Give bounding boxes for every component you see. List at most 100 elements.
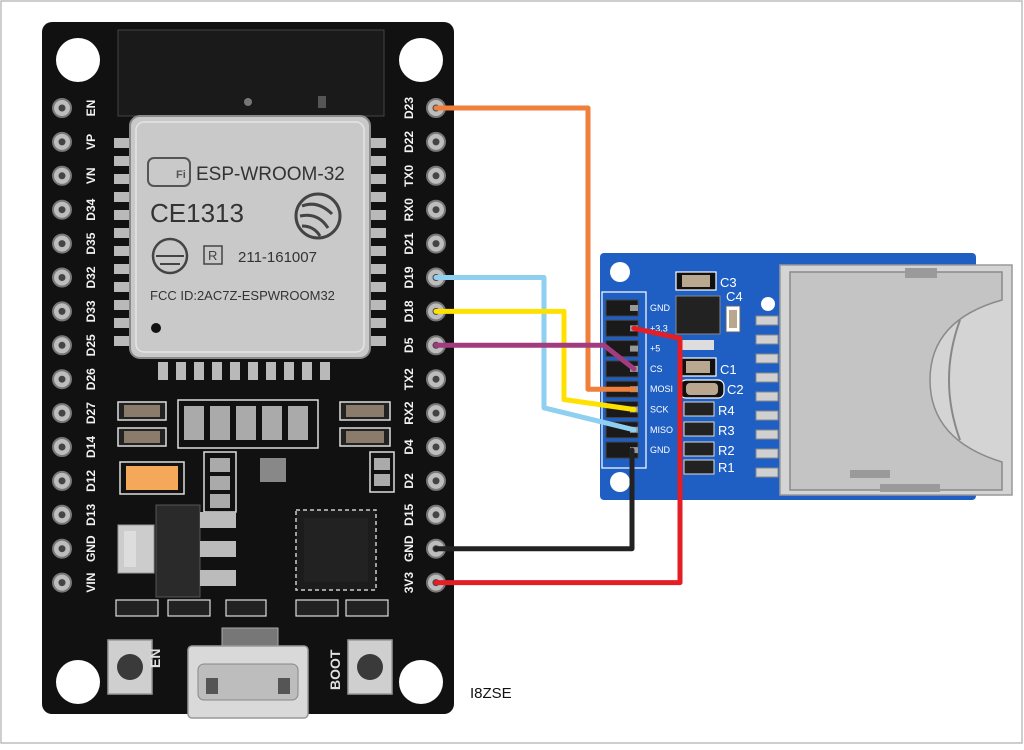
module-pad bbox=[370, 228, 386, 238]
mounting-hole-tr bbox=[399, 38, 443, 82]
esp32-pin-tx0[interactable]: TX0 bbox=[402, 164, 446, 187]
r-mark: R bbox=[208, 248, 217, 263]
esp32-pin-label: VIN bbox=[84, 573, 98, 593]
slot-contact bbox=[755, 467, 779, 478]
esp32-pin-d25[interactable]: D25 bbox=[52, 334, 98, 356]
esp32-pin-vp[interactable]: VP bbox=[52, 131, 98, 152]
slot-contact bbox=[755, 315, 779, 326]
esp32-pin-label: D2 bbox=[402, 473, 416, 489]
esp32-pin-rx0[interactable]: RX0 bbox=[402, 198, 446, 222]
esp32-pin-d14[interactable]: D14 bbox=[52, 436, 98, 458]
sd-hole-bl bbox=[610, 472, 630, 492]
sd-card-slot bbox=[779, 264, 1013, 496]
module-pad bbox=[370, 156, 386, 166]
pin1-dot bbox=[151, 323, 161, 333]
esp32-pin-d32[interactable]: D32 bbox=[52, 266, 98, 289]
module-pads bbox=[114, 138, 386, 346]
c2-label: C2 bbox=[727, 382, 744, 397]
passive-components bbox=[203, 451, 395, 513]
module-pad bbox=[370, 300, 386, 310]
esp32-pin-label: VN bbox=[84, 167, 98, 184]
module-pad bbox=[370, 318, 386, 328]
esp32-pin-d35[interactable]: D35 bbox=[52, 232, 98, 255]
esp32-pin-label: D33 bbox=[84, 300, 98, 322]
esp32-pin-d34[interactable]: D34 bbox=[52, 198, 98, 221]
module-pad bbox=[176, 362, 186, 380]
sd-pin-label: +5 bbox=[650, 344, 660, 354]
esp32-pin-label: TX0 bbox=[402, 164, 416, 186]
slot-contact bbox=[755, 410, 779, 421]
module-pad bbox=[284, 362, 294, 380]
wifi-logo: Fi bbox=[147, 157, 191, 187]
boot-button-cap[interactable] bbox=[357, 654, 383, 680]
esp32-pin-label: D32 bbox=[84, 266, 98, 288]
wires bbox=[433, 105, 683, 586]
sd-header-outline bbox=[601, 291, 647, 469]
esp32-pin-label: RX2 bbox=[402, 401, 416, 425]
wire-gnd-to-gnd bbox=[433, 447, 635, 552]
esp32-pin-d26[interactable]: D26 bbox=[52, 368, 98, 390]
r4-label: R4 bbox=[718, 403, 735, 418]
sd-pin-label: MISO bbox=[650, 425, 673, 435]
right-pin-header: D23D22TX0RX0D21D19D18D5TX2RX2D4D2D15GND3… bbox=[402, 97, 446, 594]
esp32-pin-d12[interactable]: D12 bbox=[52, 470, 98, 492]
wire-d5-to-cs bbox=[433, 342, 637, 372]
c4-label: C4 bbox=[726, 289, 743, 304]
esp32-pin-label: EN bbox=[84, 100, 98, 117]
smd-components bbox=[117, 399, 391, 449]
module-pad bbox=[248, 362, 258, 380]
r2-label: R2 bbox=[718, 443, 735, 458]
esp32-pin-d21[interactable]: D21 bbox=[402, 232, 446, 255]
bottom-pads bbox=[158, 362, 330, 380]
ce-mark: CE1313 bbox=[150, 198, 244, 228]
esp32-pin-gnd[interactable]: GND bbox=[52, 535, 98, 562]
module-pad bbox=[370, 174, 386, 184]
esp32-pin-label: D4 bbox=[402, 439, 416, 455]
module-pad bbox=[114, 318, 130, 328]
slot-contact bbox=[755, 391, 779, 402]
module-pad bbox=[114, 138, 130, 148]
esp32-pin-label: D27 bbox=[84, 402, 98, 424]
voltage-regulator bbox=[117, 504, 236, 598]
esp32-pin-rx2[interactable]: RX2 bbox=[402, 401, 446, 425]
wire-d19-to-miso bbox=[433, 275, 637, 433]
esp32-pin-vin[interactable]: VIN bbox=[52, 573, 98, 593]
module-pad bbox=[302, 362, 312, 380]
sd-pin-label: CS bbox=[650, 364, 663, 374]
mounting-hole-bl bbox=[56, 660, 100, 704]
esp32-pin-tx2[interactable]: TX2 bbox=[402, 368, 446, 390]
esp32-pin-label: D5 bbox=[402, 337, 416, 353]
wire-d23-to-mosi bbox=[433, 105, 637, 392]
esp32-pin-en[interactable]: EN bbox=[52, 98, 98, 118]
en-button-cap[interactable] bbox=[117, 654, 143, 680]
cert-number: 211-161007 bbox=[238, 249, 317, 266]
module-pad bbox=[230, 362, 240, 380]
antenna-dot bbox=[244, 98, 252, 106]
module-pad bbox=[114, 246, 130, 256]
wifi-logo-frame bbox=[147, 157, 191, 187]
sd-pin-label: MOSI bbox=[650, 384, 673, 394]
module-pad bbox=[370, 246, 386, 256]
wifi-logo-text: Fi bbox=[176, 169, 186, 181]
module-name: ESP-WROOM-32 bbox=[196, 164, 345, 185]
esp32-pin-label: 3V3 bbox=[402, 572, 416, 594]
c1-label: C1 bbox=[720, 362, 737, 377]
esp32-pin-d15[interactable]: D15 bbox=[402, 503, 446, 526]
esp32-pin-d13[interactable]: D13 bbox=[52, 503, 98, 526]
esp32-pin-vn[interactable]: VN bbox=[52, 165, 98, 186]
en-button[interactable] bbox=[107, 639, 153, 695]
esp32-pin-label: D23 bbox=[402, 97, 416, 119]
esp32-pin-d27[interactable]: D27 bbox=[52, 402, 98, 424]
esp32-pin-d33[interactable]: D33 bbox=[52, 300, 98, 322]
esp32-pin-d4[interactable]: D4 bbox=[402, 437, 446, 457]
sd-pin-gnd[interactable]: GND bbox=[605, 299, 671, 317]
esp32-pin-label: GND bbox=[402, 535, 416, 562]
slot-contact bbox=[755, 429, 779, 440]
esp32-pin-label: D14 bbox=[84, 436, 98, 458]
esp32-pin-d2[interactable]: D2 bbox=[402, 470, 446, 491]
esp32-pin-d22[interactable]: D22 bbox=[402, 131, 446, 153]
boot-button[interactable] bbox=[347, 639, 393, 695]
